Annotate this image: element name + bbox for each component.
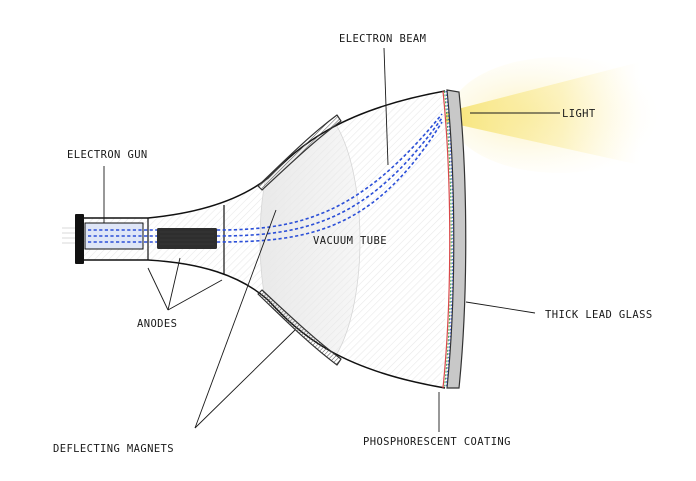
anodes-leader-1 (147, 267, 169, 311)
deflecting-magnets (257, 114, 342, 366)
phosphorescent-coating-red (442, 90, 451, 389)
lower-magnet (257, 289, 342, 366)
thick-lead-glass (446, 89, 467, 389)
magnets-leader-1 (194, 209, 277, 429)
anode-block (157, 228, 217, 249)
anodes-leader-2 (167, 257, 181, 311)
thick-lead-glass-leader (465, 301, 536, 314)
magnets-leader-2 (194, 329, 296, 429)
leader-lines (103, 47, 560, 432)
label-phosphorescent-coating: PHOSPHORESCENT COATING (363, 436, 511, 448)
upper-magnet (257, 114, 342, 191)
label-deflecting-magnets: DEFLECTING MAGNETS (53, 443, 174, 455)
electron-beam-leader (383, 47, 389, 166)
electron-beams (88, 113, 443, 243)
label-electron-gun: ELECTRON GUN (67, 149, 148, 161)
phosphorescent-coating-green (444, 90, 452, 389)
screen (442, 89, 467, 389)
phosphorescent-coating-blue (445, 90, 454, 389)
labels: ELECTRON BEAM LIGHT ELECTRON GUN VACUUM … (53, 33, 653, 455)
vacuum-tube-body (84, 90, 446, 389)
label-anodes: ANODES (137, 318, 177, 330)
label-thick-lead-glass: THICK LEAD GLASS (545, 309, 653, 321)
light-glow (446, 57, 670, 173)
label-vacuum-tube: VACUUM TUBE (313, 235, 387, 247)
label-light: LIGHT (562, 108, 596, 120)
anodes-leader-3 (167, 279, 223, 311)
label-electron-beam: ELECTRON BEAM (339, 33, 426, 45)
